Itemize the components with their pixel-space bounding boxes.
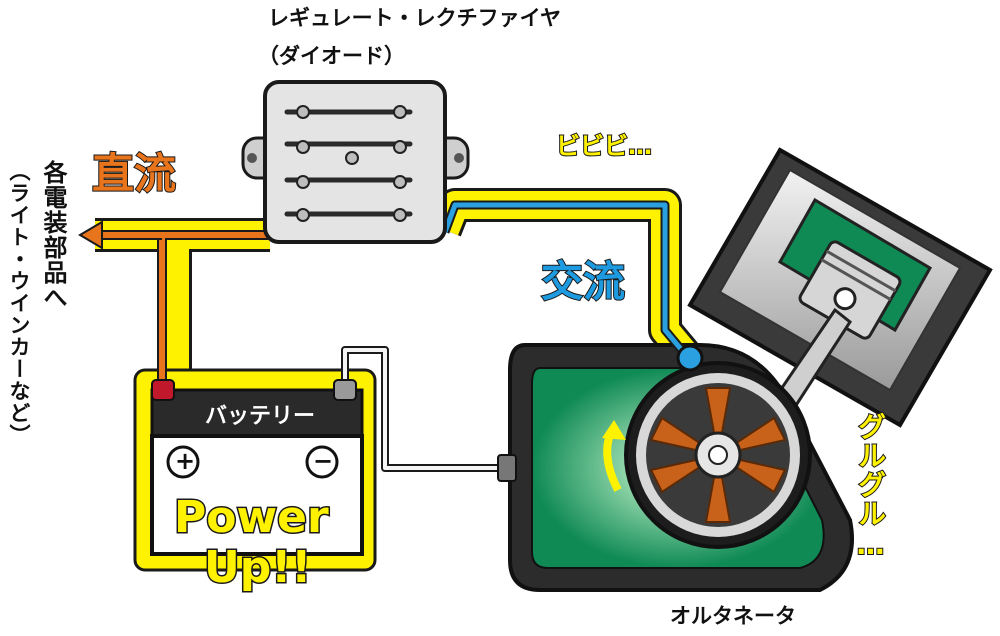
bibibi-label: ビビビ…	[555, 131, 653, 161]
ac-wire	[440, 200, 694, 363]
alternator-rotor	[624, 361, 812, 549]
destination-label-sub: （ライト・ウインカーなど）	[7, 160, 31, 446]
destination-label-main: 各電装部品へ	[39, 160, 67, 310]
battery-plus-sign: +	[175, 447, 196, 475]
regulator-rectifier	[241, 80, 470, 244]
engine-cylinder	[687, 147, 993, 432]
battery-plus-icon	[166, 445, 200, 479]
ac-label: 交流	[540, 256, 626, 307]
power-up-line-1: Power	[173, 491, 331, 545]
battery-label: バッテリー	[205, 404, 316, 429]
battery-minus-sign: −	[313, 447, 334, 475]
dc-arrow-head	[78, 220, 103, 250]
dc-wire	[100, 230, 270, 395]
battery	[150, 379, 364, 556]
piston	[798, 240, 902, 340]
regulator-title: レギュレート・レクチファイヤ	[268, 6, 561, 30]
regulator-subtitle: （ダイオード）	[258, 44, 405, 68]
power-up-line-2: Up!!	[202, 541, 312, 595]
ground-wire	[341, 346, 505, 472]
alternator-label: オルタネータ	[670, 604, 796, 628]
dc-label: 直流	[91, 148, 177, 199]
battery-minus-icon	[305, 445, 339, 479]
gurugur-label: グルグル…	[853, 411, 888, 563]
